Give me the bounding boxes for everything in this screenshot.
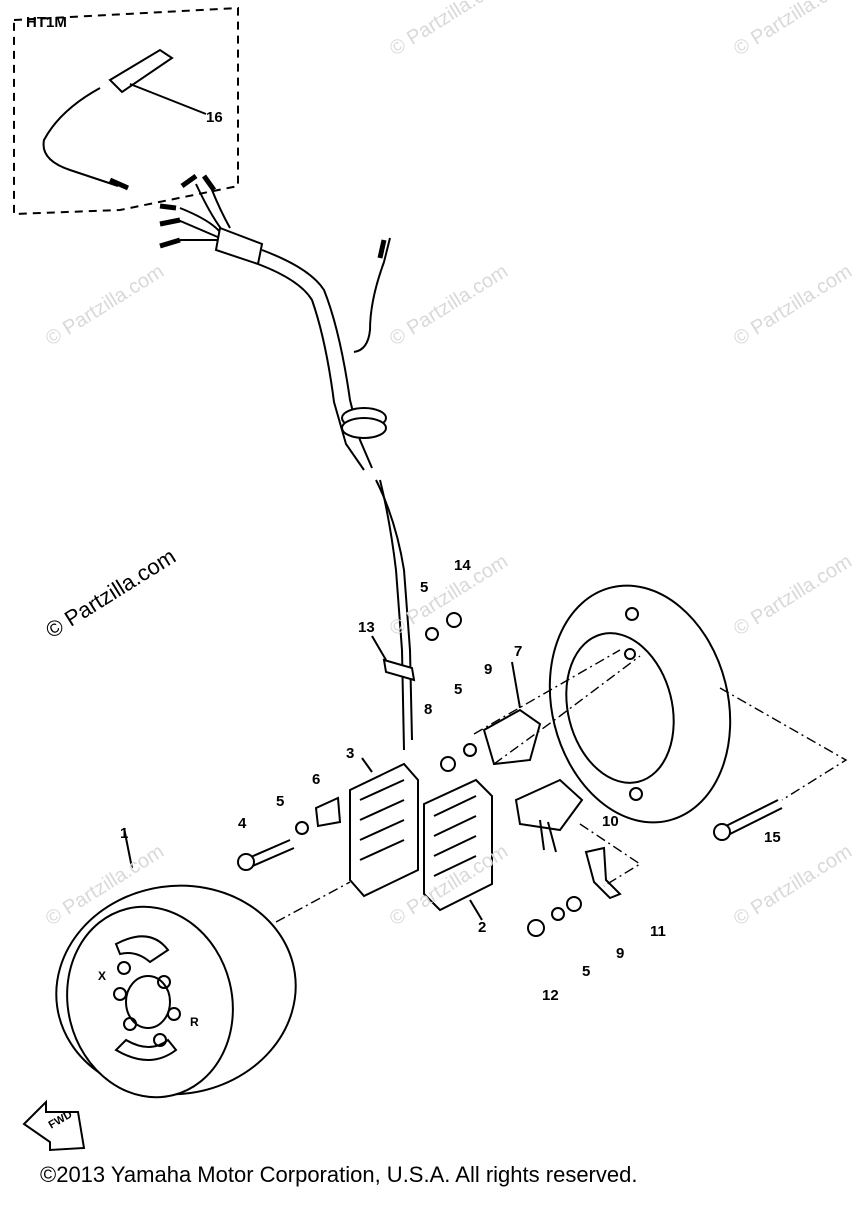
callout-11: 11 <box>650 923 666 940</box>
part-5-washer-c <box>295 821 309 835</box>
callout-15: 15 <box>764 829 781 846</box>
model-label: HT1M <box>26 14 67 31</box>
wire-grommet <box>214 226 264 266</box>
stator-base-plate <box>548 584 732 824</box>
part-14-screw <box>446 612 462 628</box>
callout-7: 7 <box>514 643 522 660</box>
callout-16: 16 <box>206 109 223 126</box>
callout-10: 10 <box>602 813 619 830</box>
flywheel-hub <box>125 975 171 1029</box>
callout-5d: 5 <box>582 963 590 980</box>
stator-mark-x: X <box>98 969 106 983</box>
callout-8: 8 <box>424 701 432 718</box>
ht1m-option-box <box>13 6 239 216</box>
callout-14: 14 <box>454 557 471 574</box>
callout-5c: 5 <box>454 681 462 698</box>
part-16-grip <box>108 48 174 94</box>
callout-4: 4 <box>238 815 247 832</box>
copyright-notice: ©2013 Yamaha Motor Corporation, U.S.A. A… <box>40 1162 638 1187</box>
callout-labels: 1 2 3 4 5 5 5 5 6 7 8 9 9 10 11 12 13 14… <box>98 109 781 1029</box>
fwd-arrow <box>22 1099 86 1152</box>
callout-2: 2 <box>478 919 486 936</box>
part-7-breaker <box>482 708 542 766</box>
callout-1: 1 <box>120 825 128 842</box>
part-15-bolt <box>721 799 783 837</box>
part-10-condenser <box>514 778 584 832</box>
callout-12: 12 <box>542 987 559 1004</box>
part-5-washer-a <box>425 627 439 641</box>
callout-6: 6 <box>312 771 320 788</box>
callout-5b: 5 <box>420 579 428 596</box>
part-13-clamp <box>382 658 416 682</box>
callout-9a: 9 <box>484 661 492 678</box>
part-8-screw <box>440 756 456 772</box>
callout-13: 13 <box>358 619 375 636</box>
callout-3: 3 <box>346 745 354 762</box>
part-5-washer-b <box>463 743 477 757</box>
stator-mark-r: R <box>190 1015 199 1029</box>
part-11-bracket <box>584 846 622 900</box>
part-5-washer-d <box>551 907 565 921</box>
part-9-washer <box>566 896 582 912</box>
callout-9b: 9 <box>616 945 624 962</box>
callout-5a: 5 <box>276 793 284 810</box>
part-6-bracket <box>314 796 342 828</box>
part-16-cable <box>42 87 119 187</box>
part-12-nut <box>527 919 545 937</box>
